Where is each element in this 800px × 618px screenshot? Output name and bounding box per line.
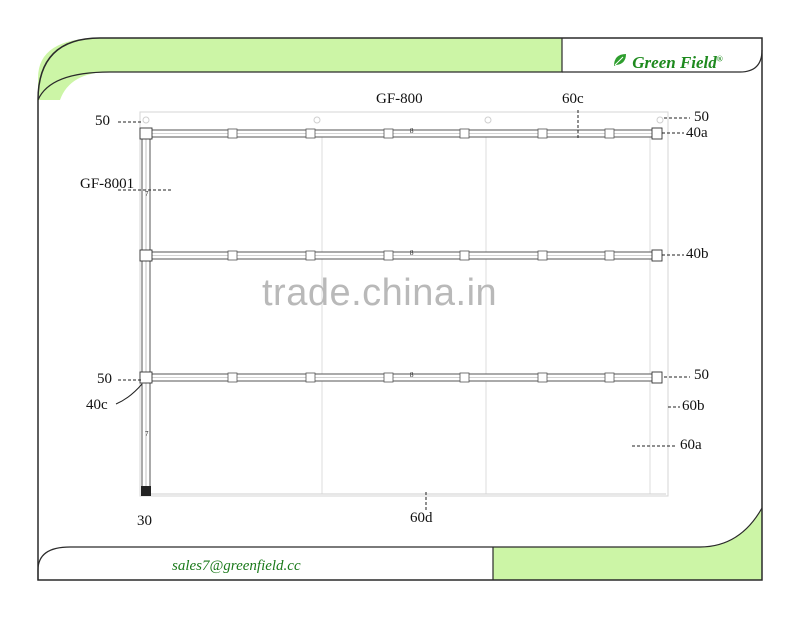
label-60a: 60a <box>680 437 702 453</box>
label-50-mid-left: 50 <box>97 371 112 387</box>
rail-tag-2: 8 <box>410 249 414 257</box>
leaf-icon <box>614 54 626 66</box>
rail-40b <box>145 251 661 260</box>
registered-mark: ® <box>716 54 723 64</box>
label-50-top-left: 50 <box>95 113 110 129</box>
header-logo-box <box>562 49 763 73</box>
bolt-top-3 <box>484 116 492 124</box>
label-50-mid-right: 50 <box>694 367 709 383</box>
brand-name: Green Field <box>632 53 717 72</box>
post-tag-2: 7 <box>145 430 149 438</box>
label-30: 30 <box>137 513 152 529</box>
outer-frame <box>37 37 763 581</box>
rail-40a <box>145 129 661 138</box>
label-40b: 40b <box>686 246 709 262</box>
footer-email[interactable]: sales7@greenfield.cc <box>172 558 301 574</box>
footer-boundary <box>37 507 763 580</box>
label-model-top: GF-800 <box>376 91 423 107</box>
brand-logo: Green Field® <box>612 52 723 73</box>
header-green-band <box>38 38 562 100</box>
header-boundary <box>37 38 563 101</box>
footer-green-band <box>493 508 762 580</box>
rail-tag-3: 8 <box>410 371 414 379</box>
label-50-top-right: 50 <box>694 109 709 125</box>
label-60d: 60d <box>410 510 433 526</box>
rail-tag-1: 8 <box>410 127 414 135</box>
bolt-top-1 <box>142 116 150 124</box>
rail-connectors <box>227 128 615 383</box>
label-40a: 40a <box>686 125 708 141</box>
leader-40c <box>115 383 143 405</box>
label-60c: 60c <box>562 91 584 107</box>
post-tag-1: 7 <box>145 190 149 198</box>
drawing-border <box>139 111 669 497</box>
watermark: trade.china.in <box>262 272 498 314</box>
rail-40c <box>145 373 661 382</box>
label-40c: 40c <box>86 397 108 413</box>
label-model-side: GF-8001 <box>80 176 135 192</box>
post-base-30 <box>141 486 151 496</box>
label-60b: 60b <box>682 398 705 414</box>
bolt-top-2 <box>313 116 321 124</box>
bolt-top-4 <box>656 116 664 124</box>
